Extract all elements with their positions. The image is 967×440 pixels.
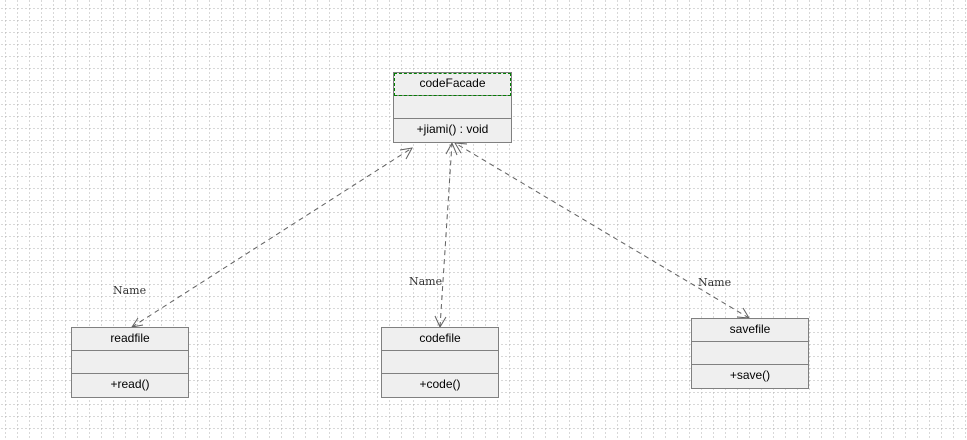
class-attributes bbox=[72, 351, 188, 374]
class-operation: +jiami() : void bbox=[416, 122, 489, 136]
link-codefile[interactable] bbox=[434, 141, 458, 329]
class-name: readfile bbox=[72, 328, 188, 351]
class-operation: +save() bbox=[729, 368, 771, 382]
link-readfile[interactable] bbox=[130, 147, 413, 328]
link-label-readfile: Name bbox=[113, 284, 146, 297]
class-readfile[interactable]: readfile +read() bbox=[71, 327, 189, 398]
class-savefile[interactable]: savefile +save() bbox=[691, 318, 809, 389]
link-label-savefile: Name bbox=[698, 276, 731, 289]
class-attributes bbox=[394, 96, 511, 119]
link-label-codefile: Name bbox=[409, 275, 442, 288]
class-name: codeFacade bbox=[394, 73, 511, 96]
class-attributes bbox=[382, 351, 498, 374]
class-name: codefile bbox=[382, 328, 498, 351]
class-codefacade[interactable]: codeFacade +jiami() : void bbox=[393, 72, 512, 143]
class-codefile[interactable]: codefile +code() bbox=[381, 327, 499, 398]
link-savefile[interactable] bbox=[454, 142, 750, 319]
class-operation: +read() bbox=[110, 377, 150, 391]
class-name: savefile bbox=[692, 319, 808, 342]
class-attributes bbox=[692, 342, 808, 365]
class-operation: +code() bbox=[419, 377, 461, 391]
